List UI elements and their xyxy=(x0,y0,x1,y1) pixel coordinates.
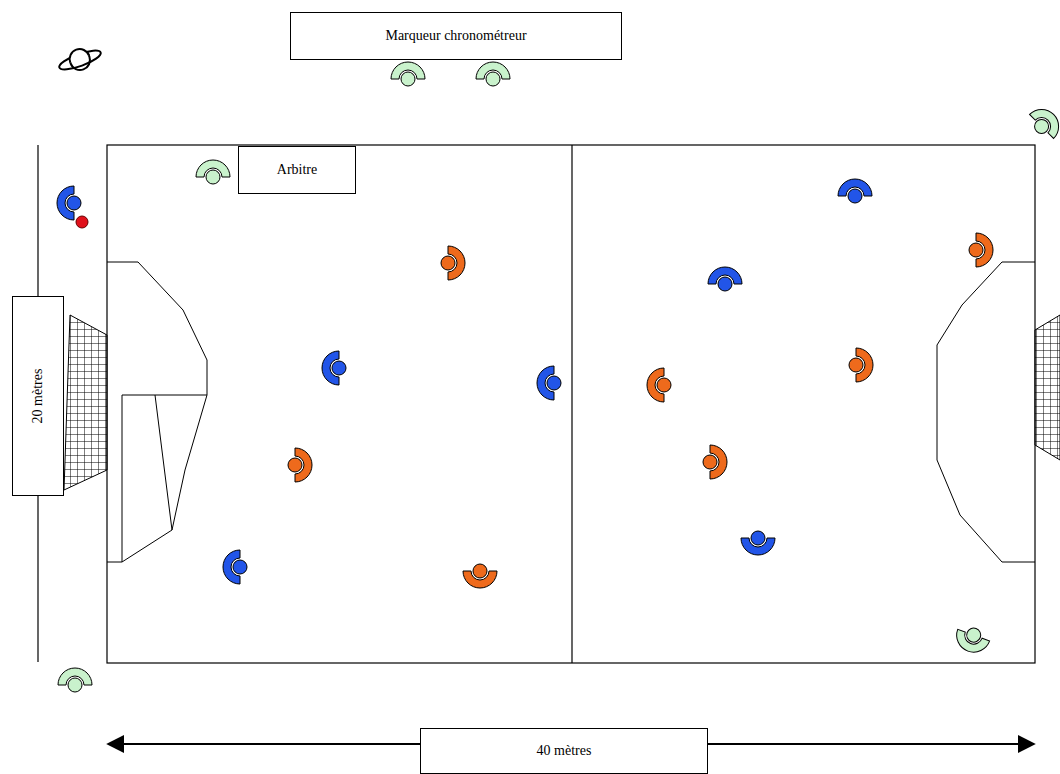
player-symbol xyxy=(703,445,727,479)
scorer-timekeeper-box: Marqueur chronométreur xyxy=(290,12,622,60)
player-symbol xyxy=(647,368,671,402)
goal-net xyxy=(64,315,107,490)
goal-area xyxy=(937,262,1035,562)
player-symbol xyxy=(196,160,230,184)
player-symbol xyxy=(838,179,872,203)
player-symbol xyxy=(322,351,346,385)
goal-area-lines xyxy=(122,395,207,562)
player-symbol xyxy=(1025,102,1060,143)
court-outline xyxy=(107,145,1035,663)
referee-box: Arbitre xyxy=(238,146,356,194)
player-symbol xyxy=(969,233,993,267)
center-line xyxy=(571,145,572,663)
player-symbol xyxy=(952,623,992,657)
player-symbol xyxy=(537,366,561,400)
player-symbol xyxy=(463,564,497,588)
goal-area xyxy=(107,262,207,562)
player-symbol xyxy=(57,186,81,220)
goal-net xyxy=(1035,315,1060,460)
player-symbol xyxy=(58,668,92,692)
player-symbol xyxy=(476,62,510,86)
box-label: Arbitre xyxy=(277,162,317,178)
player-symbol xyxy=(708,267,742,291)
length-dimension-box: 40 mètres xyxy=(420,728,708,774)
width-dimension-box: 20 mètres xyxy=(12,296,64,496)
player-symbol xyxy=(849,348,873,382)
player-symbol xyxy=(223,550,247,584)
player-symbol xyxy=(288,448,312,482)
box-label: 20 mètres xyxy=(30,369,46,424)
ball xyxy=(76,216,88,228)
player-symbol xyxy=(441,246,465,280)
player-symbol xyxy=(391,62,425,86)
box-label: 40 mètres xyxy=(537,743,592,759)
box-label: Marqueur chronométreur xyxy=(385,28,526,44)
player-symbol xyxy=(741,531,775,555)
planet-icon xyxy=(56,42,105,77)
